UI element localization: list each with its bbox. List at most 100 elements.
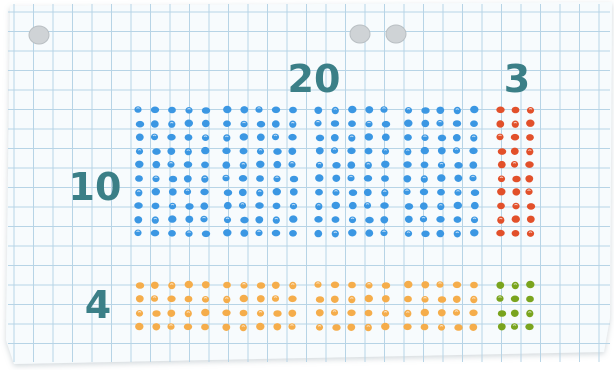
array-dot <box>185 148 192 155</box>
array-dot <box>135 189 142 196</box>
array-dot <box>348 282 356 289</box>
array-dot <box>525 175 533 182</box>
array-dot <box>512 203 519 210</box>
array-dot <box>471 217 478 224</box>
array-dot <box>512 188 520 195</box>
array-dot <box>331 147 338 154</box>
array-dot <box>348 296 355 303</box>
array-dot <box>332 162 340 169</box>
array-dot <box>184 161 192 168</box>
array-dot <box>151 120 159 127</box>
array-dot <box>496 282 504 289</box>
array-dot <box>421 107 429 114</box>
array-dot <box>136 134 144 141</box>
array-dot <box>511 134 519 141</box>
array-dot <box>273 188 281 195</box>
array-dot <box>222 310 230 317</box>
array-dot <box>381 189 388 196</box>
array-dot <box>437 174 445 181</box>
array-dot <box>453 282 461 289</box>
array-dot <box>454 324 462 331</box>
array-dot <box>421 309 429 316</box>
array-dot <box>151 230 159 237</box>
array-dot <box>201 309 209 316</box>
array-dot <box>202 296 209 303</box>
array-dot <box>134 202 142 209</box>
array-dot <box>498 161 506 168</box>
array-dot <box>332 216 340 223</box>
array-dot <box>497 216 504 223</box>
array-dot <box>364 189 372 196</box>
array-dot <box>273 216 280 223</box>
array-dot <box>404 134 412 141</box>
array-dot <box>136 295 144 302</box>
array-dot <box>273 176 280 183</box>
left-label-four: 4 <box>85 283 111 327</box>
array-dot <box>223 282 231 289</box>
array-dot <box>289 282 296 289</box>
array-dot <box>288 134 296 141</box>
array-dot <box>347 324 355 331</box>
array-dot <box>316 147 324 154</box>
array-dot <box>403 175 411 182</box>
array-dot <box>240 229 248 236</box>
array-dot <box>134 106 141 113</box>
array-dot <box>255 230 262 237</box>
array-dot <box>168 282 175 289</box>
array-dot <box>272 230 280 237</box>
array-dot <box>272 295 279 302</box>
array-dot <box>349 189 357 196</box>
array-dot <box>185 281 193 288</box>
array-dot <box>527 230 534 237</box>
array-dot <box>256 189 263 196</box>
array-dot <box>222 324 230 331</box>
array-dot <box>405 230 412 237</box>
array-dot <box>185 134 193 141</box>
array-dot <box>332 324 340 331</box>
array-dot <box>288 310 296 317</box>
array-dot <box>255 202 263 209</box>
array-dot <box>200 202 208 209</box>
array-dot <box>526 148 533 155</box>
array-dot <box>365 229 373 236</box>
array-dot <box>289 230 297 237</box>
array-dot <box>136 310 143 317</box>
array-dot <box>498 323 506 330</box>
array-dot <box>382 295 390 302</box>
array-dot <box>364 202 371 209</box>
array-dot <box>382 134 390 141</box>
binder-hole-right <box>386 25 406 43</box>
array-dot <box>256 323 264 330</box>
array-dot <box>167 310 175 317</box>
array-dot <box>381 175 389 182</box>
array-dot <box>255 106 262 113</box>
array-dot <box>470 134 477 141</box>
array-dot <box>257 282 265 289</box>
array-dot <box>273 310 281 317</box>
array-dot <box>289 215 297 222</box>
array-dot <box>349 217 356 224</box>
array-dot <box>331 296 339 303</box>
array-dot <box>512 107 520 114</box>
array-dot <box>347 161 355 168</box>
array-dot <box>273 161 281 168</box>
array-dot <box>332 175 340 182</box>
array-dot <box>527 107 534 114</box>
array-dot <box>453 296 461 303</box>
array-dot <box>347 175 354 182</box>
array-dot <box>288 296 296 303</box>
array-dot <box>420 216 427 223</box>
array-dot <box>256 161 264 168</box>
top-label-twenty: 20 <box>288 57 341 101</box>
array-dot <box>272 107 280 114</box>
array-dot <box>202 231 210 238</box>
array-dot <box>240 133 248 140</box>
array-dot <box>438 135 446 142</box>
array-dot <box>436 216 444 223</box>
array-dot <box>136 121 144 128</box>
array-dot <box>257 148 264 155</box>
array-dot <box>403 188 410 195</box>
array-dot <box>169 176 177 183</box>
array-dot <box>167 296 175 303</box>
